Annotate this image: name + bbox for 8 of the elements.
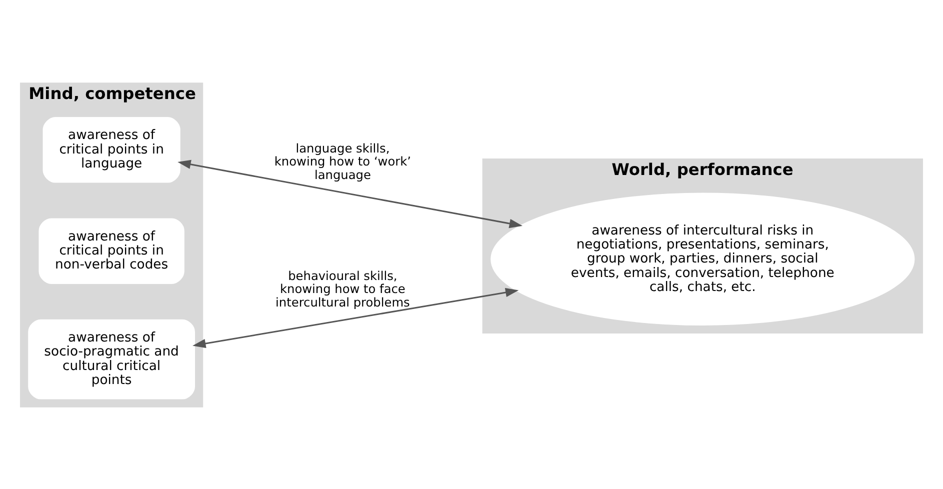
node-ellipse: awareness of intercultural risks in negotiations, presentations, seminars, group work, parties, dinners, social events, emails, conversation, telephone calls, chats, etc. <box>490 192 915 326</box>
node-box: awareness of socio-pragmatic and cultural critical points <box>28 318 196 399</box>
node-box: awareness of critical points in language <box>42 116 180 182</box>
edge-label: language skills, knowing how to ‘work’ language <box>274 141 412 182</box>
arrow <box>192 287 519 348</box>
arrow <box>178 159 522 228</box>
node-box: awareness of critical points in non-verbal codes <box>38 218 184 284</box>
edge-label: behavioural skills, knowing how to face intercultural problems <box>276 268 410 309</box>
